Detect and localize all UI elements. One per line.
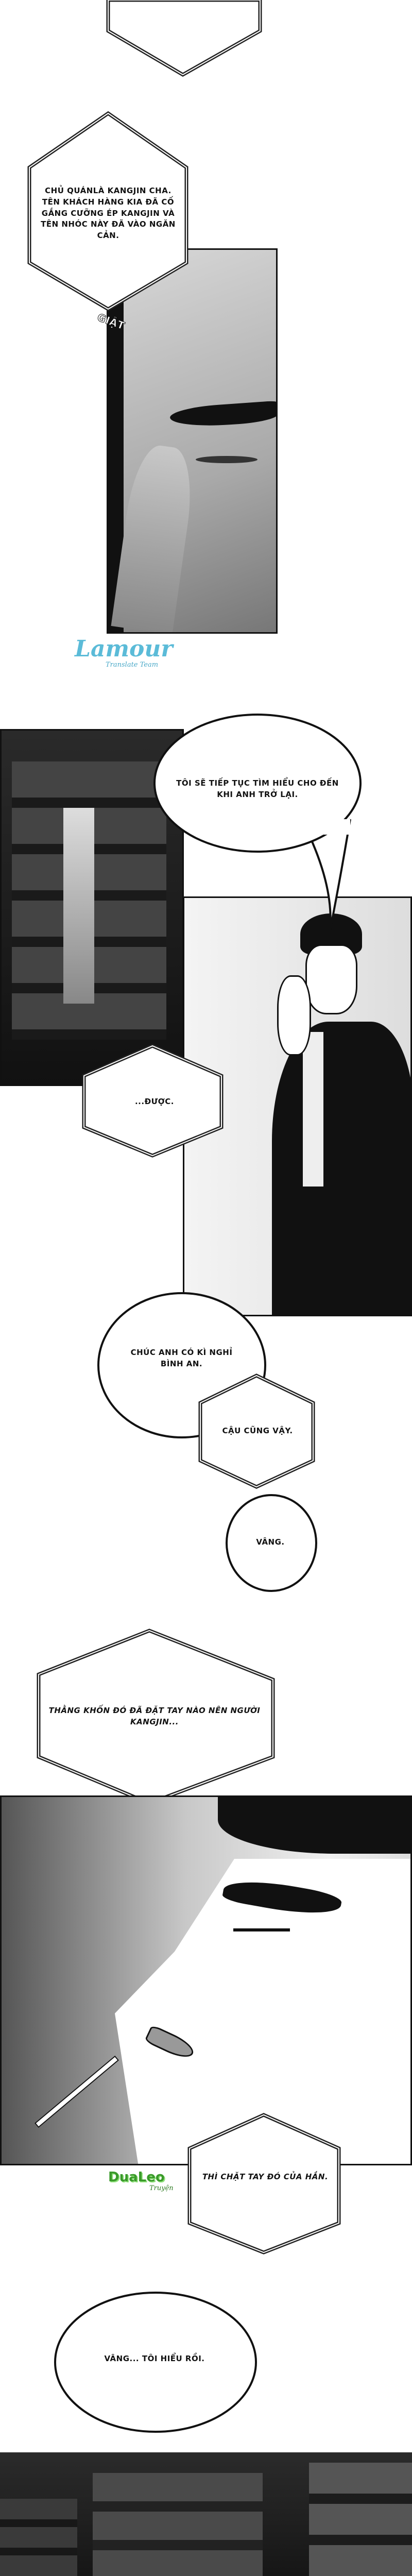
speech-bubble-5: CẬU CŨNG VẬY. — [222, 1426, 293, 1435]
speech-bubble-1: CHỦ QUÁNLÀ KANGJIN CHA. TÊN KHÁCH HÀNG K… — [41, 186, 176, 240]
narration-box-7: THẰNG KHỐN ĐÓ ĐÃ ĐẶT TAY NÀO NÊN NGƯỜI K… — [48, 1706, 261, 1726]
speech-bubble-3: ...ĐƯỢC. — [134, 1097, 174, 1106]
panel-face-closeup — [107, 248, 278, 634]
panel-profile-face — [0, 1795, 412, 2165]
hex-bubble-fragment — [106, 0, 262, 77]
speech-bubble-9: VÂNG... TÔI HIỂU RỒI. — [104, 2354, 205, 2363]
panel-buildings-dark — [0, 2452, 412, 2576]
speech-bubble-2: TÔI SẼ TIẾP TỤC TÌM HIỂU CHO ĐẾN KHI ANH… — [176, 778, 339, 799]
speech-bubble-4: CHÚC ANH CÓ KÌ NGHỈ BÌNH AN. — [130, 1348, 233, 1368]
speech-bubble-6: VÂNG. — [256, 1537, 285, 1547]
panel-man-phone — [183, 896, 412, 1316]
narration-box-8: THÌ CHẶT TAY ĐÓ CỦA HẮN. — [202, 2172, 329, 2181]
lamour-logo: Lamour Translate Team — [75, 636, 173, 669]
panel-building-night — [0, 729, 184, 1086]
dualeo-logo: DuaLeo Truyện — [108, 2170, 174, 2192]
